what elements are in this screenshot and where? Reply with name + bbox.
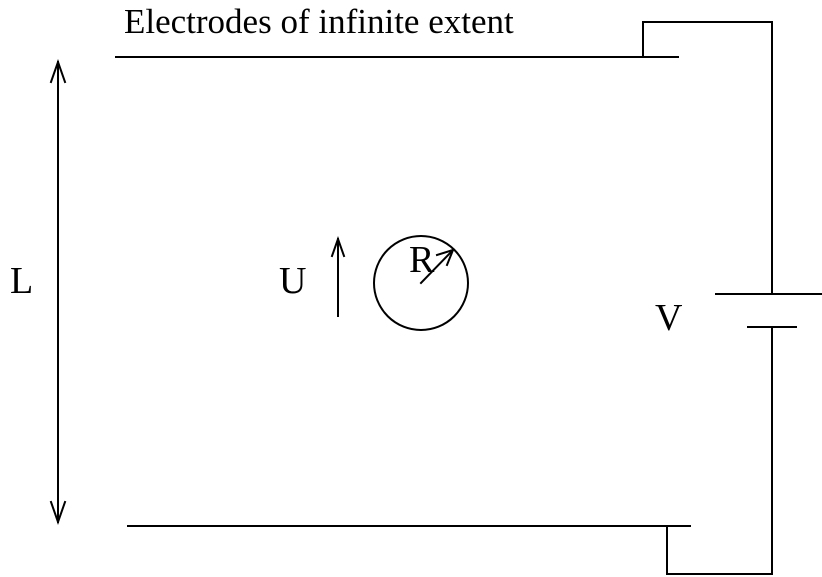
bottom-circuit-wire: [666, 326, 773, 575]
gap-label: L: [10, 260, 33, 302]
velocity-arrow: [330, 235, 346, 317]
radius-arrow: [419, 248, 455, 285]
radius-label: R: [409, 239, 435, 281]
voltage-label: V: [655, 297, 683, 339]
battery: [715, 293, 822, 328]
velocity-label: U: [279, 260, 306, 302]
diagram-title: Electrodes of infinite extent: [124, 2, 514, 41]
velocity-arrow-head: [330, 235, 346, 258]
sphere: [373, 235, 469, 331]
top-circuit-wire: [642, 21, 773, 295]
gap-arrow-head-bottom: [49, 500, 67, 526]
radius-arrow-shaft: [419, 248, 455, 285]
gap-dimension-arrow: [49, 58, 67, 526]
radius-arrow-head: [435, 248, 455, 267]
gap-arrow-head-top: [49, 58, 67, 84]
